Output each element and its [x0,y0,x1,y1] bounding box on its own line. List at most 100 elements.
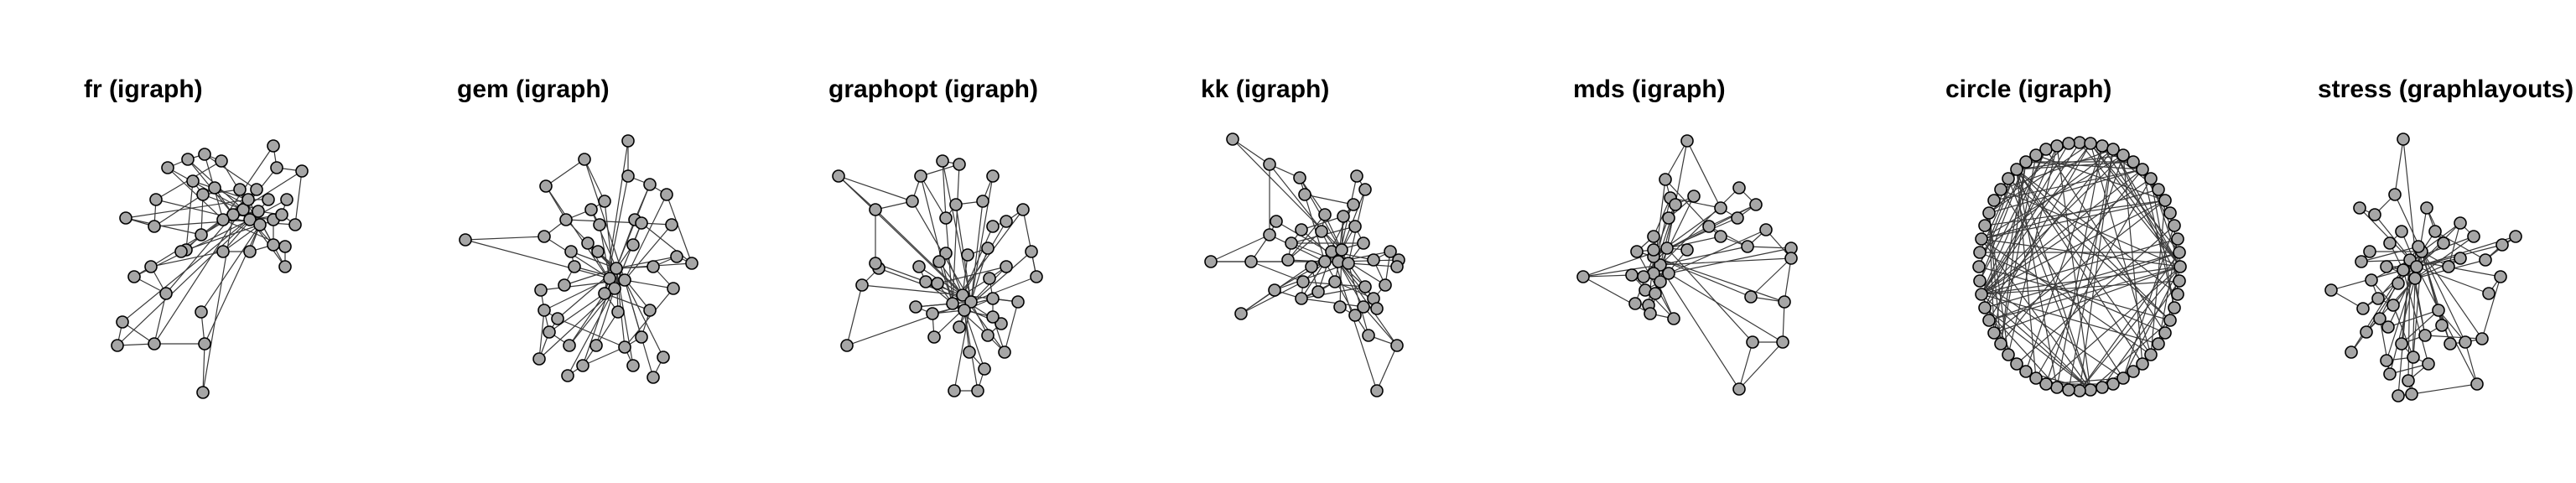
graph-edge [2360,246,2419,262]
graph-node [1973,274,1987,288]
graph-node [119,211,132,225]
graph-edge [1666,217,1738,249]
graph-node [2174,260,2187,273]
graph-edge [1304,194,1354,205]
graph-node [1975,232,1988,246]
graph-node [252,205,265,218]
graph-node [1637,270,1650,283]
graph-node [581,236,595,250]
graph-node [1357,300,1370,314]
graph-edge [1250,261,1304,283]
graph-node [2392,389,2405,402]
graph-edge [202,343,205,393]
graph-node [216,245,230,258]
edge-group [465,140,693,378]
graph-edge [465,236,545,241]
graph-edge [2112,148,2180,282]
graph-edge [1348,262,1369,336]
graph-edge [1666,247,1753,343]
graph-node [1625,268,1639,282]
graph-edge [838,175,963,296]
graph-node [610,262,623,275]
graph-edge [1004,301,1019,353]
graph-node [1759,223,1773,236]
graph-node [2373,312,2386,325]
graph-edge [2438,309,2466,343]
graph-edge [1981,154,2124,240]
graph-edge [590,209,617,269]
graph-node [2127,155,2140,169]
graph-node [2002,172,2015,185]
graph-node [591,245,605,258]
graph-node [280,193,293,206]
graph-node [1731,211,1744,225]
graph-edge [2414,236,2475,279]
graph-node [2136,163,2149,176]
graph-edge [564,267,617,286]
graph-node [2494,270,2507,283]
graph-node [2454,252,2467,265]
graph-node [148,337,161,351]
graph-edge [1341,189,1366,251]
graph-node [242,193,255,206]
graph-edge [1988,266,2181,321]
graph-node [1776,335,1789,349]
graph-edge [2421,251,2483,340]
graph-node [1370,384,1384,397]
graph-edge [200,224,261,313]
graph-edge [2122,225,2175,379]
graph-edge [1653,256,1785,303]
graph-node [2435,319,2449,332]
panel-title: gem (igraph) [457,75,610,103]
graph-edge [202,214,234,393]
network-graph [2324,132,2522,402]
graph-edge [1668,229,1767,274]
graph-node [1978,301,1992,314]
panel-title: circle (igraph) [1945,75,2112,103]
graph-edge [1981,238,2152,356]
graph-node [1680,134,1694,148]
graph-edge [2464,341,2478,385]
graph-node [2010,163,2023,176]
graph-node [1016,203,1030,216]
graph-node [195,228,208,242]
graph-node [198,337,211,351]
panel-kk: kk (igraph) [1201,0,1570,483]
graph-edge [920,175,947,219]
graph-node [2363,245,2376,258]
graph-node [919,275,932,288]
graph-node [1328,275,1342,288]
graph-node [1987,194,2001,207]
graph-edge [1274,262,1349,291]
graph-edge [557,318,626,348]
graph-edge [1659,246,1748,266]
graph-edge [920,164,960,177]
graph-node [621,169,635,183]
graph-edge [2016,225,2175,365]
graph-node [1348,309,1362,322]
graph-edge [153,199,249,345]
graph-edge [204,224,261,345]
graph-node [667,282,680,295]
graph-node [1293,171,1306,184]
graph-node [2029,371,2043,385]
graph-node [2356,302,2370,315]
graph-node [660,188,673,201]
graph-node [2168,219,2181,232]
graph-node [936,154,949,168]
graph-node [953,158,966,171]
graph-edge [185,224,261,251]
panel-fr: fr (igraph) [84,0,453,483]
graph-node [983,272,996,285]
graph-edge [1337,261,1364,308]
graph-edge [543,236,610,279]
graph-node [665,218,678,231]
graph-node [2073,384,2086,397]
node-group [1972,136,2187,397]
graph-node [869,203,882,216]
graph-node [2019,155,2033,169]
graph-edge [1984,148,2114,309]
graph-edge [1668,273,1784,343]
graph-edge [570,251,617,269]
graph-node [1204,255,1218,268]
